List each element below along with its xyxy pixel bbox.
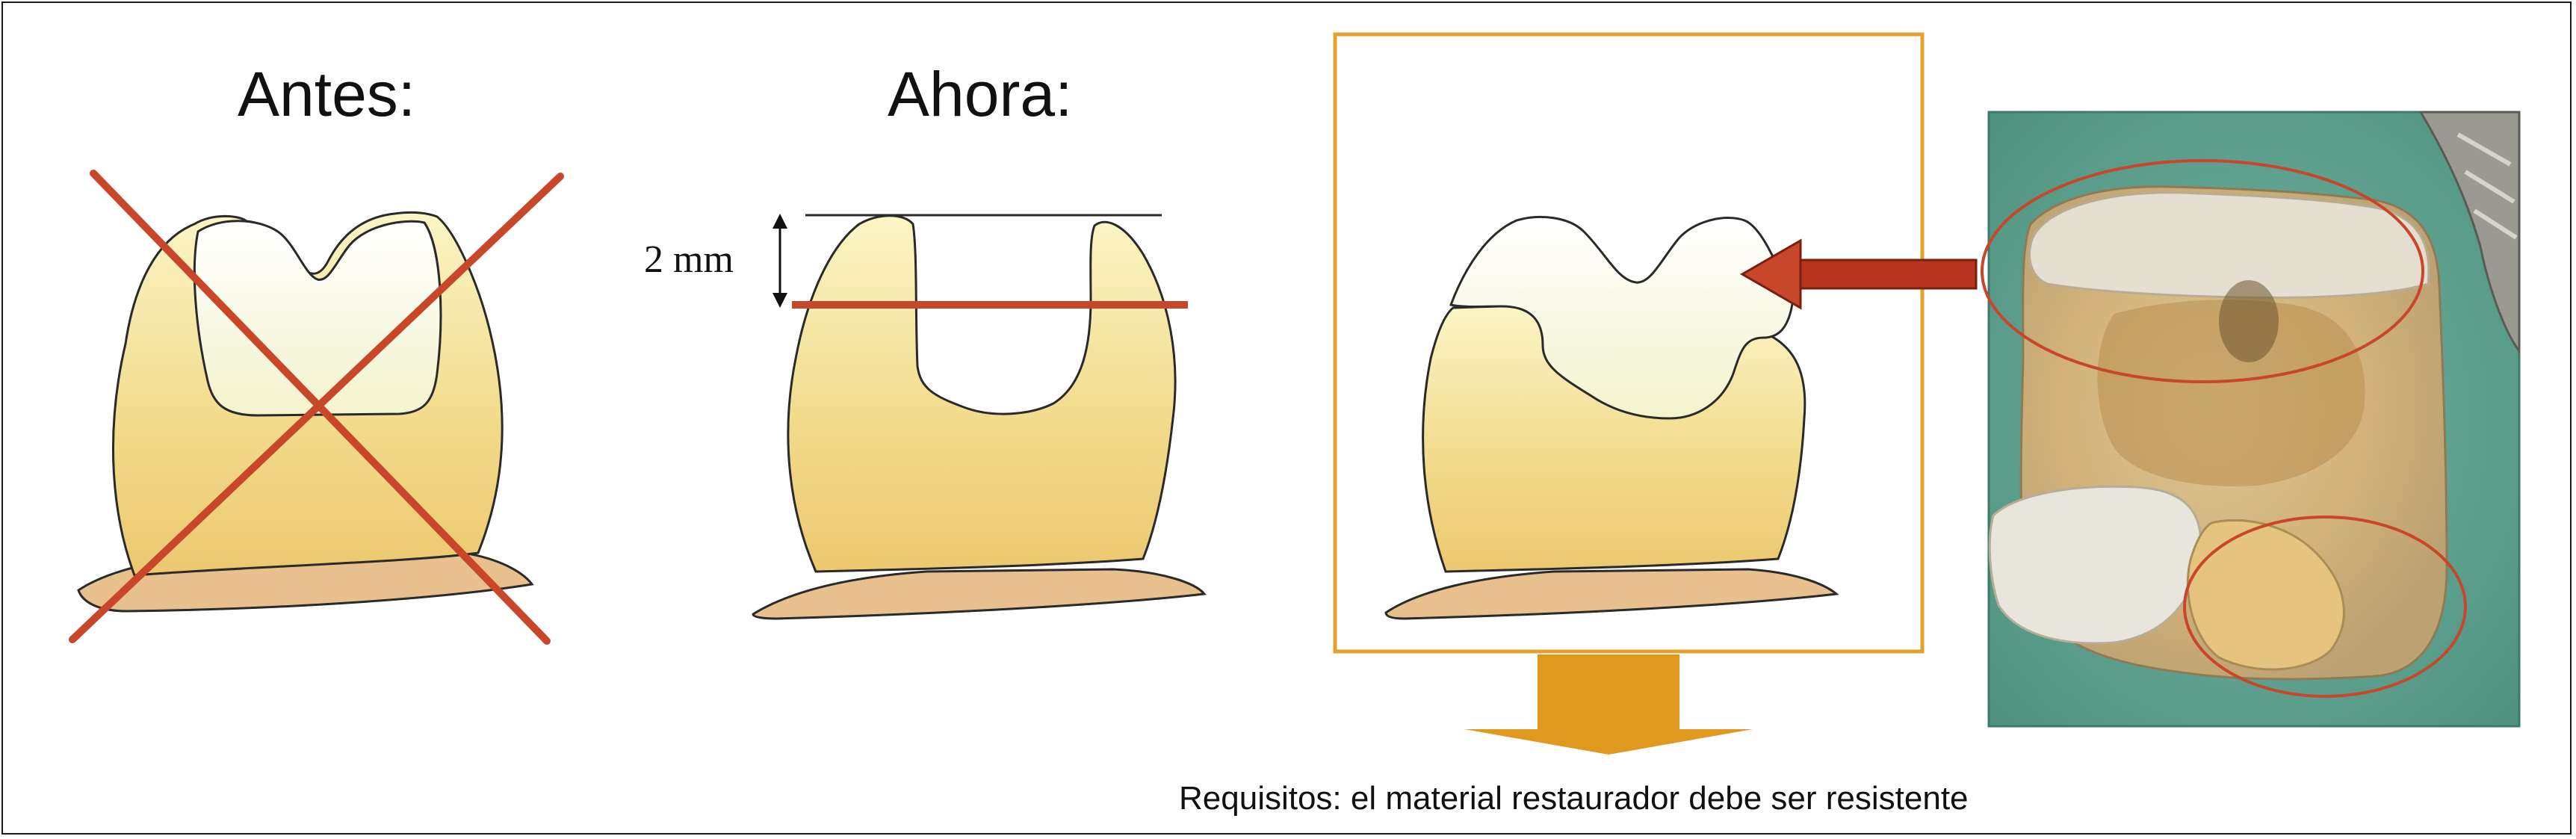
crown-now [788,216,1175,572]
photo-cusp-upper [2030,193,2429,298]
gum-now [753,569,1204,619]
heading-now: Ahora: [888,58,1073,131]
arrow-down-icon [1464,654,1753,755]
measurement-label: 2 mm [644,238,734,282]
heading-before: Antes: [238,58,415,131]
gum-restored [1386,569,1836,619]
requirements-caption: Requisitos: el material restaurador debe… [1179,780,1969,817]
tooth-before [72,173,560,641]
clinical-photo [1982,112,2519,726]
double-arrow-vertical-icon [773,214,787,308]
tooth-now [753,214,1204,619]
